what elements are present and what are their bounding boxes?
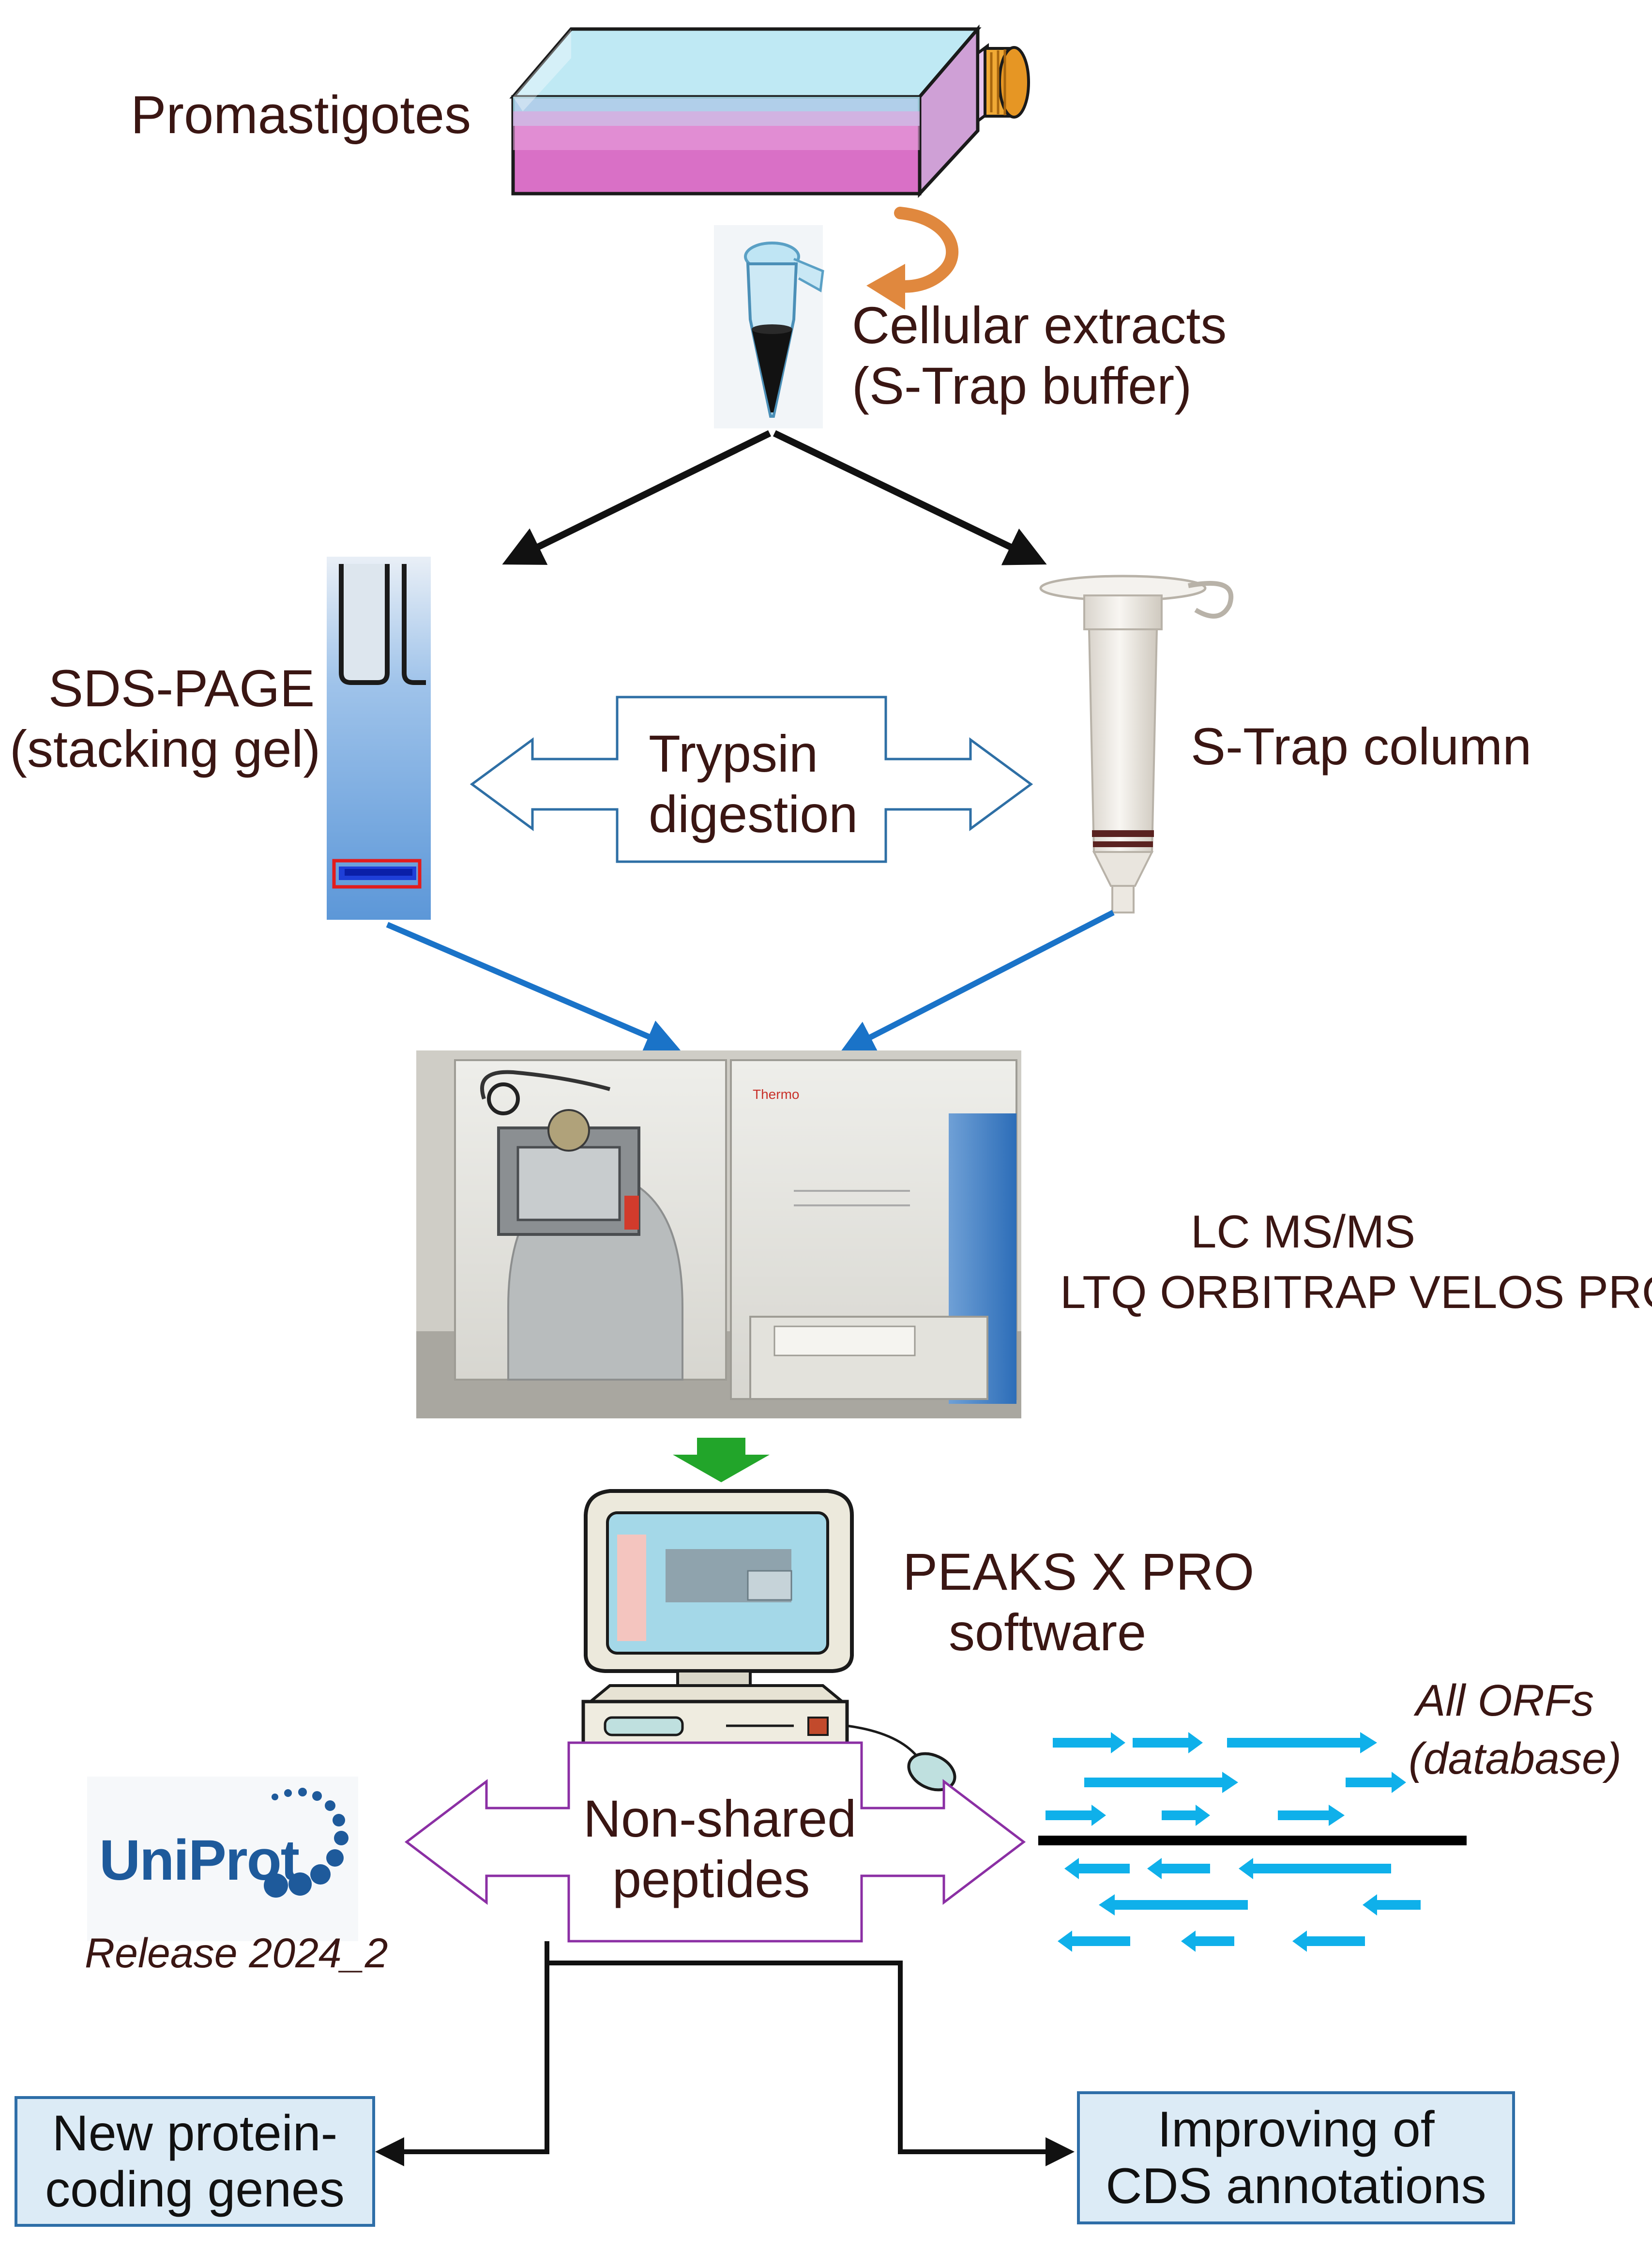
all-orfs-label: All ORFs bbox=[1416, 1676, 1594, 1725]
digestion-label: digestion bbox=[649, 785, 858, 843]
mass-spectrometer-photo bbox=[416, 1050, 1021, 1418]
orf-database-icon bbox=[1038, 1732, 1467, 1952]
sample-tube-icon bbox=[714, 225, 824, 428]
non-shared-label: Non-shared bbox=[583, 1789, 857, 1848]
split-arrows bbox=[502, 430, 1047, 565]
uniprot-logo-text: UniProt bbox=[99, 1828, 300, 1892]
strap-column-icon bbox=[1039, 575, 1234, 913]
nonshared-double-arrow bbox=[404, 1741, 1026, 1943]
new-genes-line-1: New protein- bbox=[52, 2105, 338, 2161]
computer-icon bbox=[581, 1489, 956, 1792]
trypsin-label: Trypsin bbox=[649, 724, 818, 783]
software-label: software bbox=[949, 1603, 1147, 1661]
lcms-label: LC MS/MS bbox=[1191, 1206, 1416, 1258]
improving-cds-box: Improving of CDS annotations bbox=[1077, 2091, 1515, 2224]
release-label: Release 2024_2 bbox=[85, 1930, 388, 1977]
curved-arrow-icon bbox=[866, 207, 958, 310]
culture-flask-icon bbox=[509, 24, 1030, 198]
green-down-arrow-icon bbox=[673, 1438, 770, 1482]
stacking-gel-image bbox=[327, 557, 431, 920]
peptides-label: peptides bbox=[612, 1850, 810, 1908]
strap-buffer-label: (S-Trap buffer) bbox=[852, 356, 1192, 415]
promastigotes-label: Promastigotes bbox=[131, 85, 471, 145]
stacking-gel-label: (stacking gel) bbox=[10, 719, 321, 778]
new-genes-box: New protein- coding genes bbox=[15, 2096, 375, 2227]
output-connectors bbox=[375, 1941, 1075, 2166]
database-label: (database) bbox=[1409, 1734, 1622, 1783]
cellular-extracts-label: Cellular extracts bbox=[852, 296, 1227, 354]
instrument-model-label: LTQ ORBITRAP VELOS PRO bbox=[1060, 1266, 1652, 1318]
arrows-to-instrument bbox=[386, 910, 1115, 1053]
peaks-label: PEAKS X PRO bbox=[903, 1542, 1255, 1601]
strap-column-label: S-Trap column bbox=[1191, 717, 1532, 776]
trypsin-double-arrow bbox=[470, 696, 1033, 863]
sds-page-label: SDS-PAGE bbox=[48, 659, 315, 717]
new-genes-line-2: coding genes bbox=[45, 2161, 345, 2218]
gel-band-highlight bbox=[332, 859, 422, 889]
instrument-brand-label: Thermo bbox=[753, 1087, 799, 1102]
improving-line-1: Improving of bbox=[1157, 2101, 1435, 2158]
flask-cap-icon bbox=[984, 46, 1030, 119]
uniprot-logo-icon bbox=[87, 1777, 358, 1941]
improving-line-2: CDS annotations bbox=[1106, 2158, 1486, 2214]
